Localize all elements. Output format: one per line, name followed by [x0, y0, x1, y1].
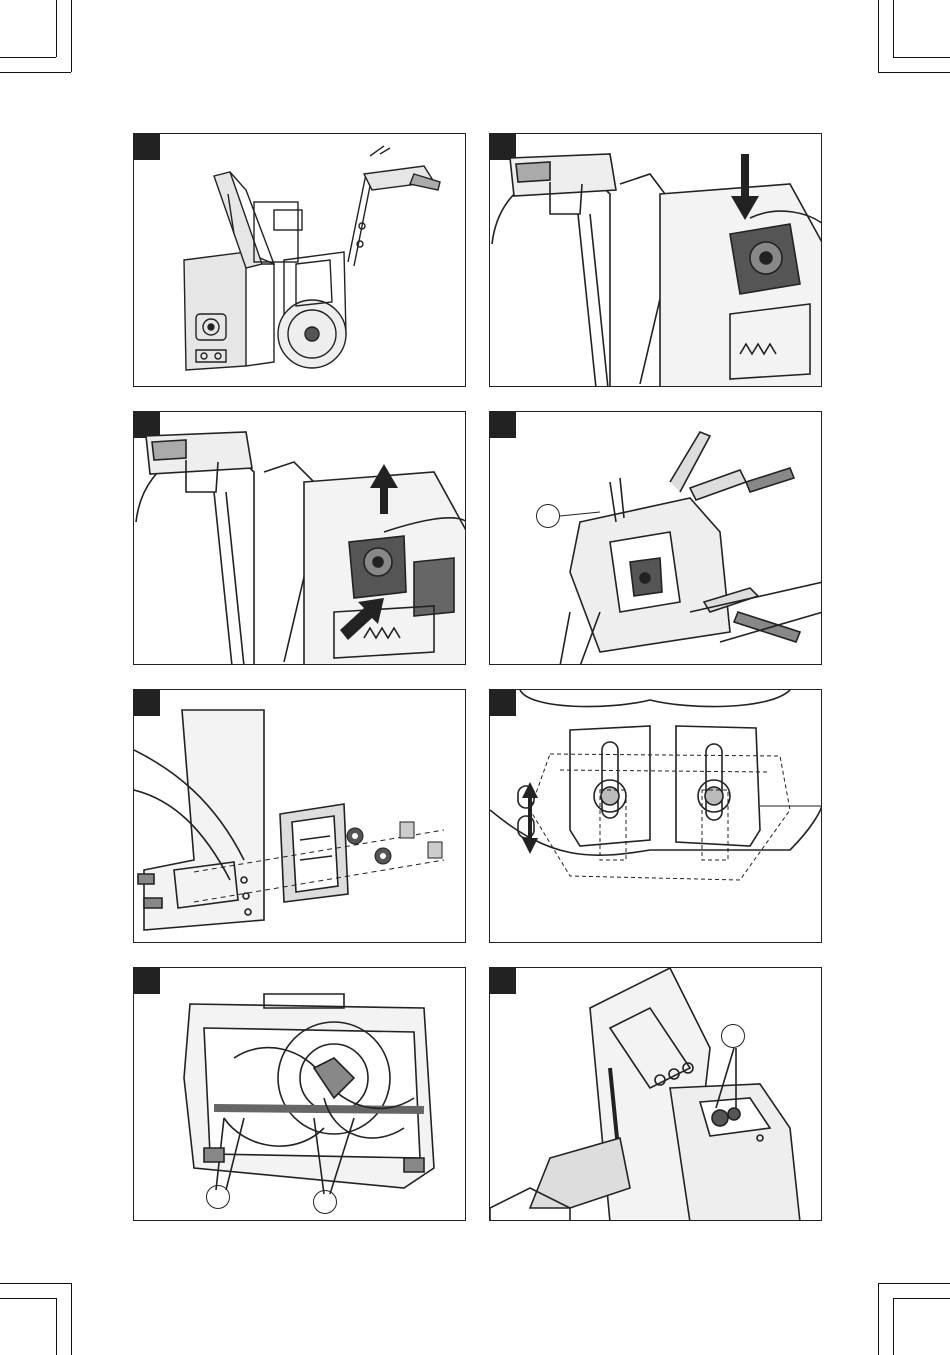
figure-panel-8	[489, 967, 822, 1221]
crop-mark-bottom-left-v	[71, 1283, 72, 1355]
crop-mark-bottom-right-h	[878, 1283, 950, 1284]
crop-mark-bottom-left-h	[0, 1283, 71, 1284]
handlebar-illustration	[490, 412, 822, 665]
crop-mark-bottom-left-v2	[56, 1298, 57, 1355]
snow-blower-illustration	[134, 134, 466, 387]
crop-mark-top-left-h	[0, 57, 56, 58]
figure-panel-4	[489, 411, 822, 665]
figure-panel-7	[133, 967, 466, 1221]
auger-housing-illustration	[134, 968, 466, 1221]
crop-mark-top-right-v2	[893, 0, 894, 57]
crop-mark-top-right-h	[893, 57, 950, 58]
figure-panel-1	[133, 133, 466, 387]
figure-panel-5	[133, 689, 466, 943]
control-knob-press-illustration	[490, 134, 822, 387]
crop-mark-bottom-right-h2	[893, 1298, 950, 1299]
crop-mark-top-right-v	[878, 0, 879, 72]
crop-mark-bottom-right-v2	[893, 1298, 894, 1355]
figure-panel-6	[489, 689, 822, 943]
crop-mark-top-left-v2	[56, 0, 57, 57]
crop-mark-top-left-v	[71, 0, 72, 72]
crop-mark-bottom-left-h2	[0, 1298, 56, 1299]
skid-shoe-adjustment-illustration	[490, 690, 822, 943]
skid-shoe-assembly-illustration	[134, 690, 466, 943]
crop-mark-bottom-right-v	[878, 1283, 879, 1355]
chute-mechanism-illustration	[490, 968, 822, 1221]
crop-mark-top-left-h2	[0, 72, 71, 73]
control-knob-lift-illustration	[134, 412, 466, 665]
crop-mark-top-right-h2	[878, 72, 950, 73]
figure-panel-2	[489, 133, 822, 387]
figure-panel-3	[133, 411, 466, 665]
